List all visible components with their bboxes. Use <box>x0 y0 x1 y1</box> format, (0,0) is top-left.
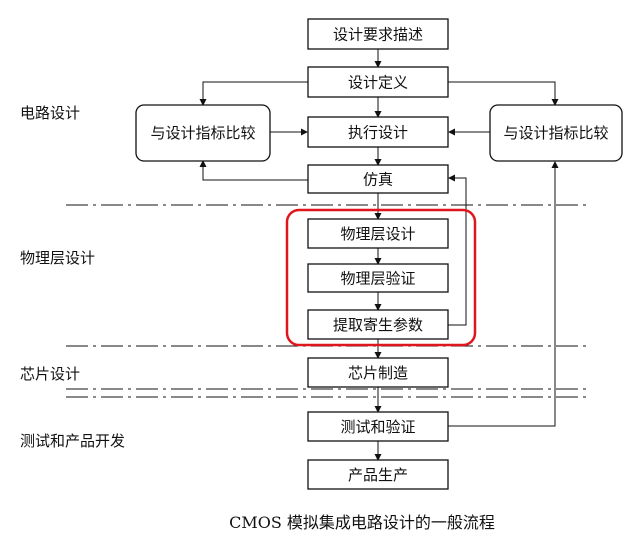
box-phys-design <box>307 218 449 249</box>
arrow-definition-to-left-compare <box>199 81 308 106</box>
label-definition: 设计定义 <box>348 74 408 92</box>
stage-label-chip: 芯片设计 <box>20 365 80 383</box>
label-execute: 执行设计 <box>348 124 408 142</box>
box-labels: 设计要求描述 设计定义 执行设计 仿真 物理层设计 物理层验证 提取寄生参数 芯… <box>150 26 608 485</box>
box-simulate <box>307 164 449 194</box>
label-simulate: 仿真 <box>363 171 393 189</box>
box-production <box>307 459 449 490</box>
label-test: 测试和验证 <box>340 418 415 436</box>
box-extract <box>307 309 449 340</box>
label-phys-verify: 物理层验证 <box>340 270 415 288</box>
stage-label-physical: 物理层设计 <box>20 249 95 267</box>
box-fab <box>307 357 449 388</box>
box-spec <box>307 18 449 50</box>
box-test <box>307 411 449 442</box>
box-phys-verify <box>307 263 449 293</box>
stage-label-circuit: 电路设计 <box>20 104 80 122</box>
box-compare-right <box>489 104 623 162</box>
arrow-definition-to-right-compare <box>448 81 559 106</box>
physical-layer-highlight <box>285 208 477 347</box>
label-compare-right: 与设计指标比较 <box>503 124 608 142</box>
label-production: 产品生产 <box>348 466 408 484</box>
label-extract: 提取寄生参数 <box>333 316 423 334</box>
arrow-simulate-to-left-compare <box>199 160 308 181</box>
label-phys-design: 物理层设计 <box>340 225 415 243</box>
arrow-extract-to-simulate <box>448 174 467 326</box>
figure-caption: CMOS 模拟集成电路设计的一般流程 <box>229 513 495 532</box>
label-spec: 设计要求描述 <box>333 26 423 44</box>
box-definition <box>307 66 449 98</box>
arrow-test-to-right-compare <box>448 161 559 427</box>
box-execute <box>307 116 449 148</box>
flow-boxes <box>135 18 623 490</box>
label-fab: 芯片制造 <box>348 364 408 382</box>
connectors <box>199 49 559 461</box>
stage-label-product: 测试和产品开发 <box>20 432 125 450</box>
box-compare-left <box>135 104 271 162</box>
label-compare-left: 与设计指标比较 <box>150 124 255 142</box>
stage-labels: 电路设计 物理层设计 芯片设计 测试和产品开发 <box>20 104 125 450</box>
stage-separators <box>66 204 590 398</box>
